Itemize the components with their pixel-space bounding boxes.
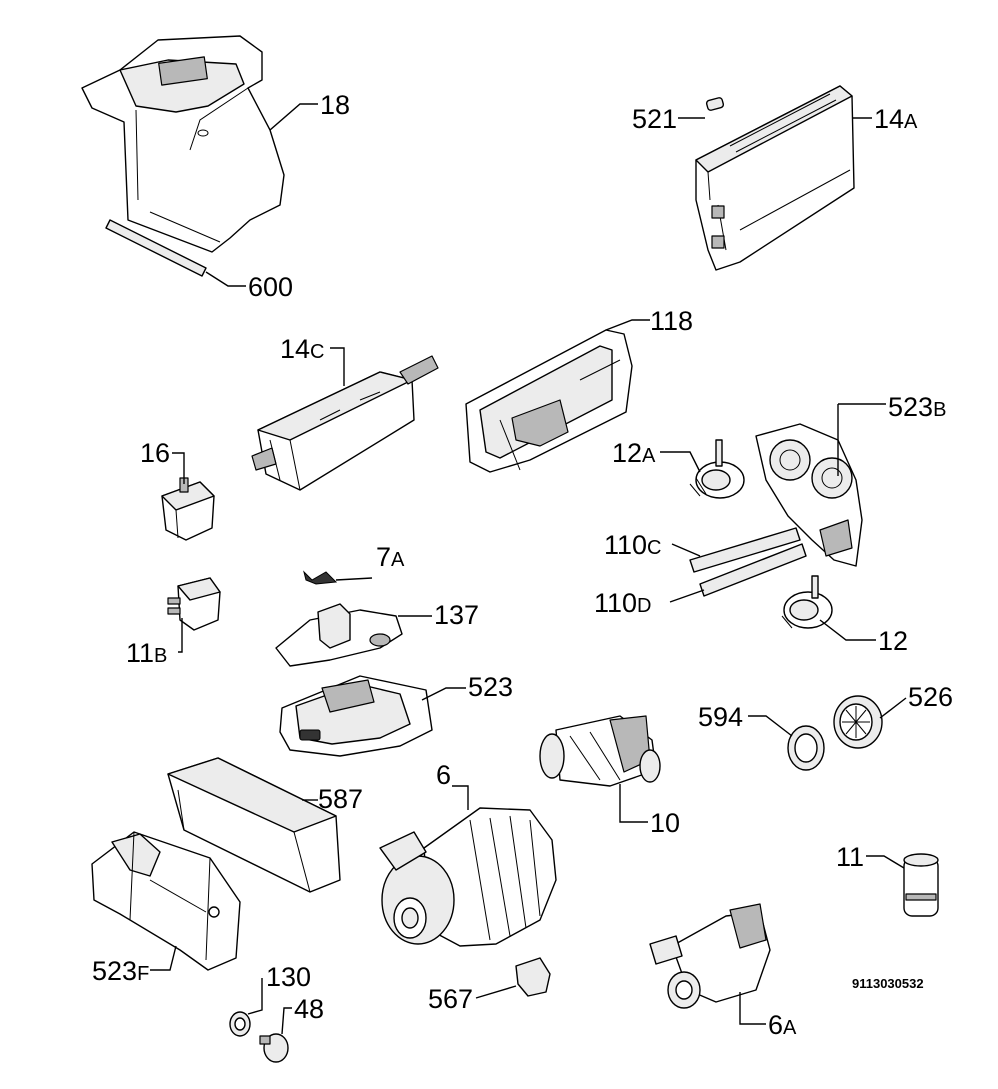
part-110d-hose [699, 543, 807, 597]
label-11: 11 [836, 842, 864, 872]
label-110d: 110D [594, 588, 652, 618]
part-10-heater [539, 715, 661, 787]
part-12a-pressure-switch [689, 439, 745, 499]
label-118: 118 [650, 306, 693, 336]
part-16-switch [161, 477, 215, 541]
part-521-connector [705, 97, 725, 111]
label-10: 10 [650, 808, 680, 838]
leader-lines [150, 103, 907, 1035]
part-48-screw [259, 1033, 289, 1063]
part-567-cap [515, 957, 551, 997]
part-11b-relay [167, 577, 221, 631]
part-600-rod [105, 219, 207, 277]
label-523b: 523B [888, 392, 946, 422]
part-523-tray [279, 675, 433, 757]
part-118-panel [465, 329, 633, 473]
part-14c-control-board [251, 355, 439, 491]
part-523f-bracket [91, 831, 241, 971]
drawing-code: 9113030532 [852, 976, 924, 991]
label-523f: 523F [92, 956, 149, 986]
label-6: 6 [436, 760, 451, 790]
part-6-pump-motor [379, 807, 557, 947]
label-11b: 11B [126, 638, 167, 668]
part-526-impeller [833, 695, 883, 749]
label-130: 130 [266, 962, 311, 992]
part-594-seal [787, 725, 825, 771]
label-110c: 110C [604, 530, 662, 560]
label-48: 48 [294, 994, 324, 1024]
part-6a-drain-pump [649, 903, 771, 1009]
label-7a: 7A [376, 542, 405, 572]
label-567: 567 [428, 984, 473, 1014]
label-137: 137 [434, 600, 479, 630]
part-labels: 18 600 521 14A 118 14C 523B 16 12A 7A 11… [92, 90, 953, 1040]
part-7a-clip [303, 570, 373, 585]
label-587: 587 [318, 784, 363, 814]
part-523b-bracket [755, 423, 863, 567]
label-6a: 6A [768, 1010, 797, 1040]
label-12: 12 [878, 626, 908, 656]
label-526: 526 [908, 682, 953, 712]
label-523: 523 [468, 672, 513, 702]
label-594: 594 [698, 702, 743, 732]
part-14a-module [695, 85, 855, 271]
label-600: 600 [248, 272, 293, 302]
part-12-pressure-switch [781, 575, 833, 629]
label-12a: 12A [612, 438, 656, 468]
part-11-cylinder [903, 853, 939, 917]
label-14c: 14C [280, 334, 325, 364]
label-521: 521 [632, 104, 677, 134]
part-587-insulation [167, 757, 341, 893]
label-16: 16 [140, 438, 170, 468]
label-14a: 14A [874, 104, 918, 134]
part-137-cover [275, 603, 403, 667]
label-18: 18 [320, 90, 350, 120]
part-18-duct [81, 35, 285, 253]
part-110c-hose [689, 527, 801, 573]
part-130-washer [229, 1011, 251, 1037]
